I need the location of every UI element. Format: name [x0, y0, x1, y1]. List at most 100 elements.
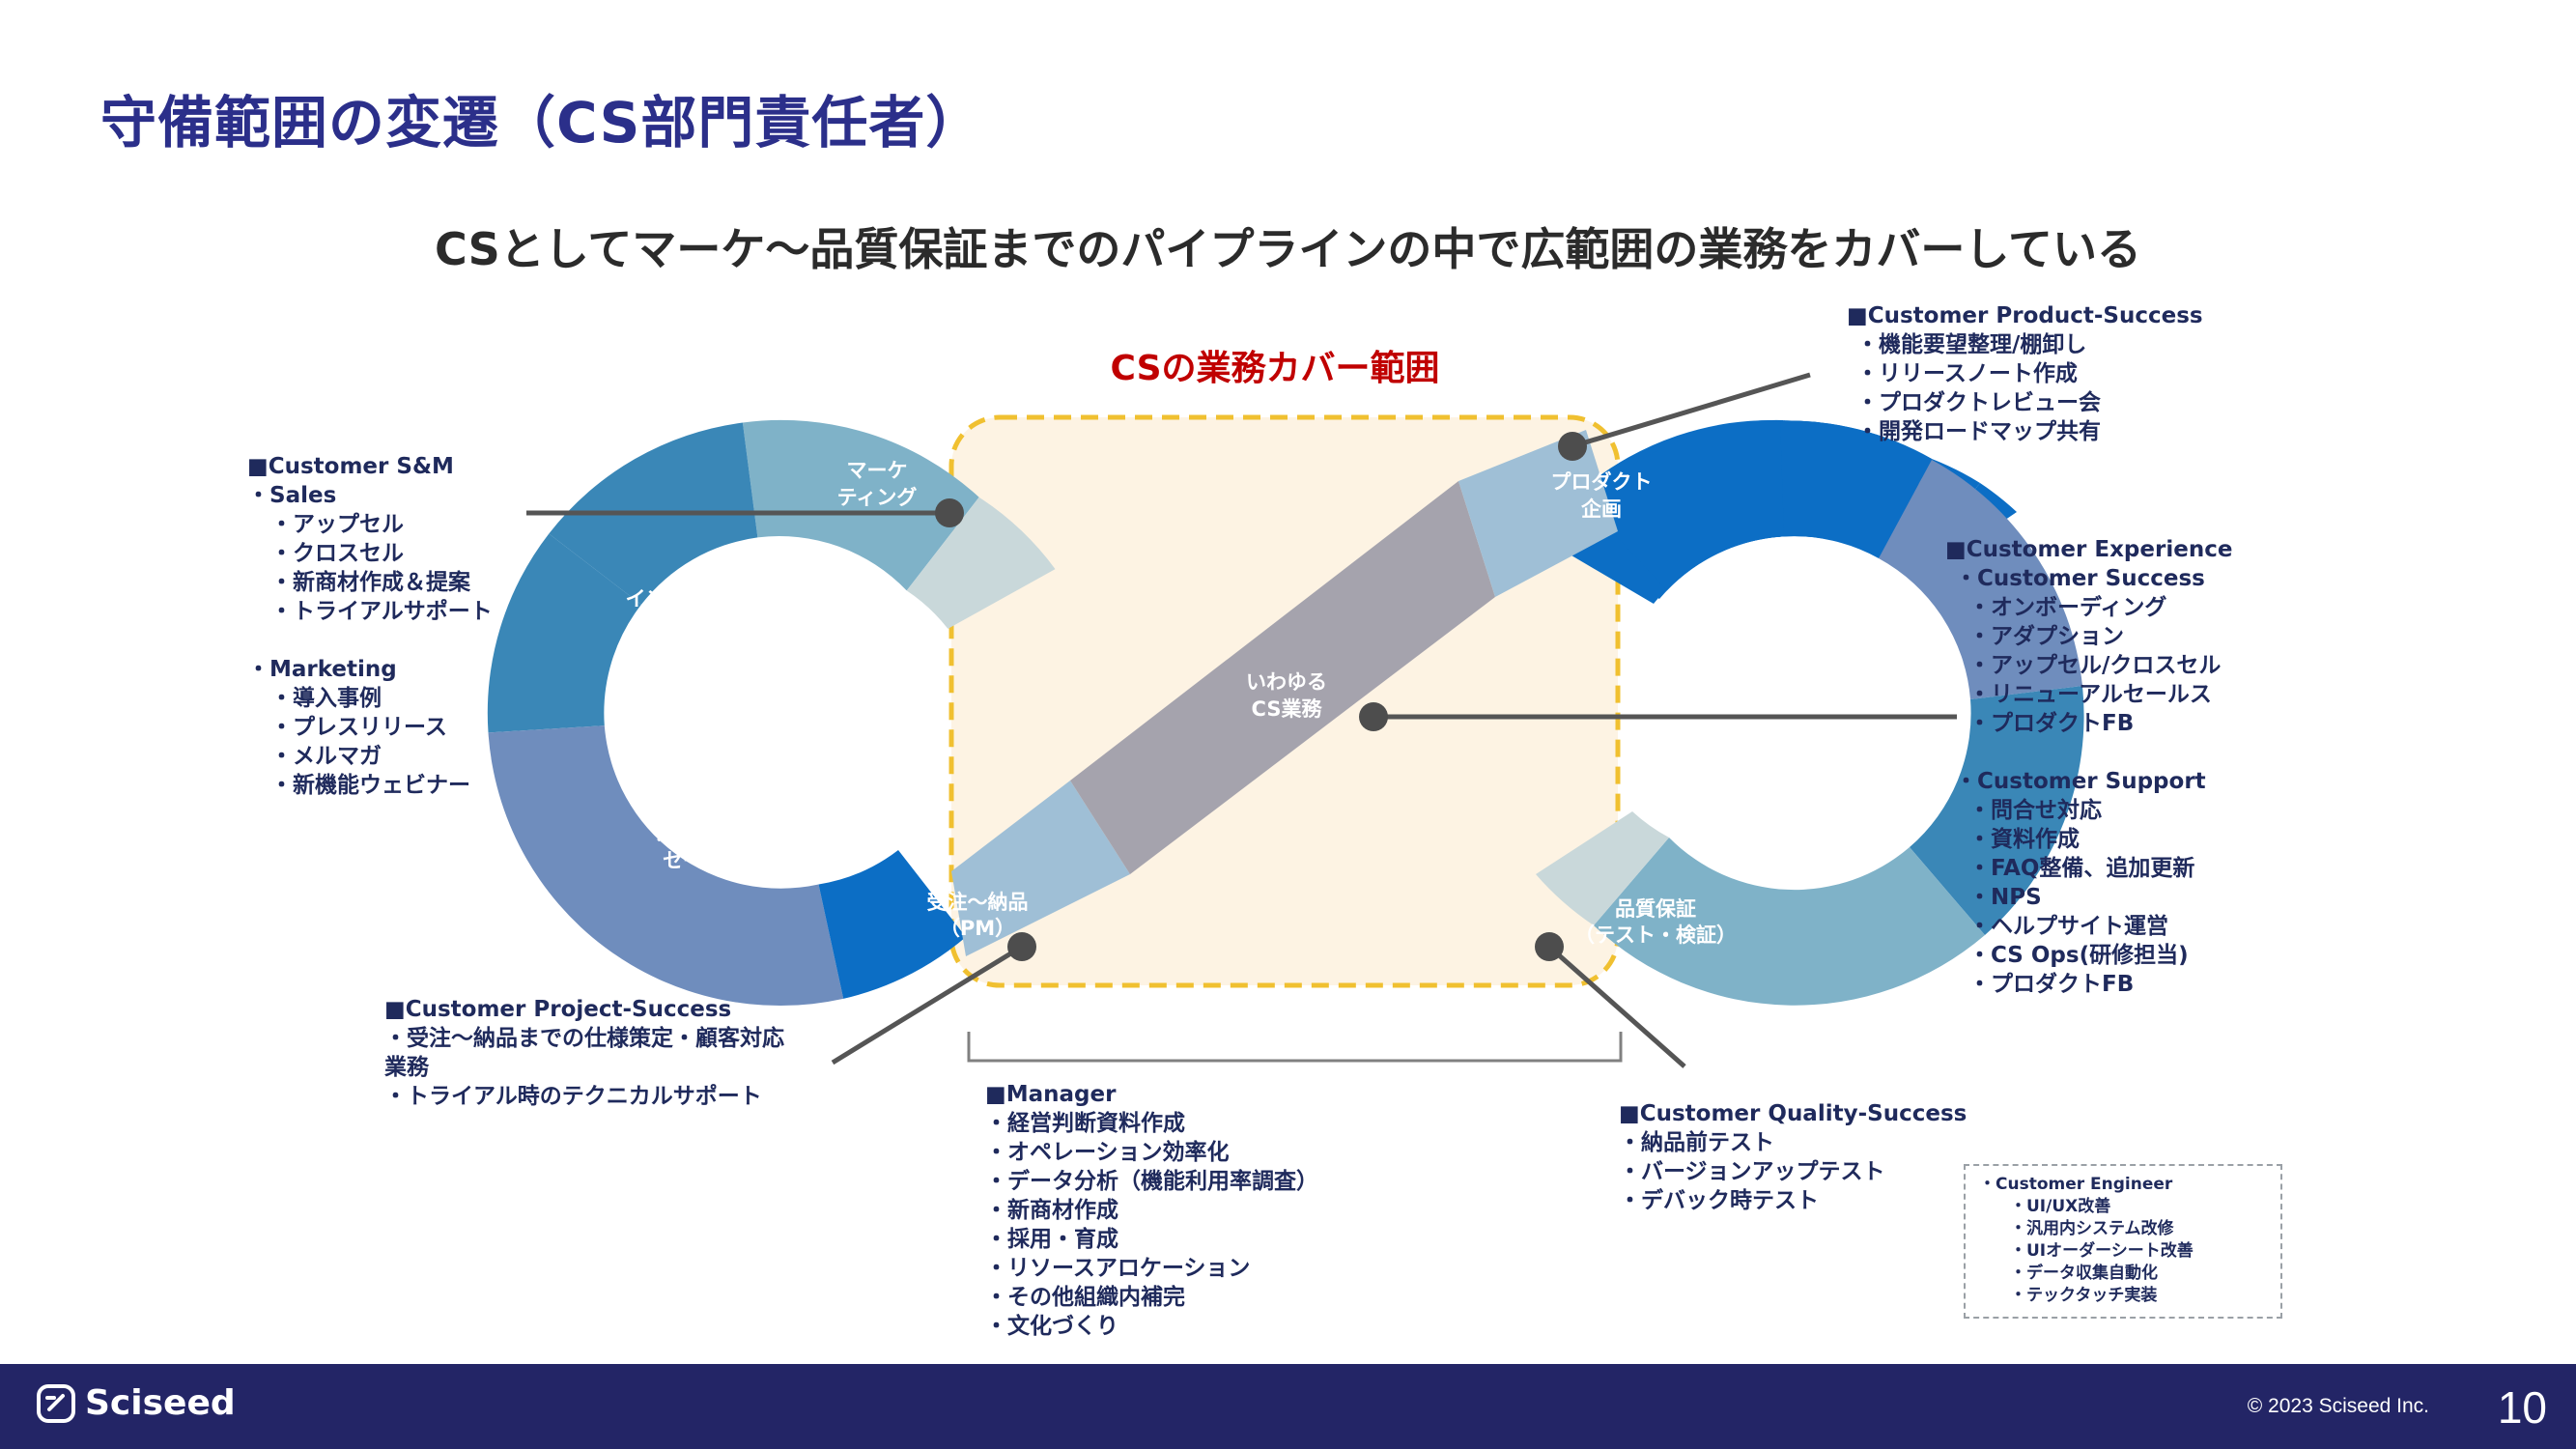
ce-item: ・汎用内システム改修: [2010, 1219, 2174, 1238]
block-customer-engineer: ・Customer Engineer ・UI/UX改善 ・汎用内システム改修 ・…: [1964, 1164, 2282, 1319]
mgr-item: ・その他組織内補完: [985, 1285, 1185, 1310]
label-qa-2: （テスト・検証）: [1574, 923, 1737, 947]
label-product-planning-1: プロダクト: [1551, 470, 1653, 494]
label-cs-work-1: いわゆる: [1246, 670, 1327, 694]
ce-item: ・UI/UX改善: [2010, 1197, 2111, 1216]
cx-support-item: ・ヘルプサイト運営: [1968, 914, 2168, 939]
connector-product: [1571, 372, 1811, 449]
sm-sales-heading: ・Sales: [247, 483, 337, 508]
cs-band: [951, 430, 1618, 956]
mgr-item: ・データ分析（機能利用率調査）: [985, 1169, 1318, 1194]
block-project-success: ■Customer Project-Success ・受注〜納品までの仕様策定・…: [384, 995, 784, 1111]
cx-support-item: ・FAQ整備、追加更新: [1968, 856, 2195, 881]
coverage-label: CSの業務カバー範囲: [1110, 349, 1439, 388]
label-development: 開発: [1826, 805, 1871, 830]
logo-text: Sciseed: [85, 1383, 236, 1423]
rr-qa-light: [1536, 811, 1669, 925]
block-customer-experience: ■Customer Experience ・Customer Success ・…: [1945, 535, 2232, 999]
label-order-2: （PM）: [940, 917, 1015, 940]
rr-qa: [1594, 838, 1985, 1006]
label-field-sales-1: フィールド: [653, 822, 754, 845]
sm-marketing-item: ・プレスリリース: [270, 715, 447, 740]
mgr-heading: ■Manager: [985, 1082, 1117, 1107]
pjs-item: 業務: [384, 1055, 429, 1080]
label-inside-sales-2: セールス: [636, 614, 717, 638]
cx-cs-heading: ・Customer Success: [1955, 566, 2205, 591]
segment-field-sales: [488, 725, 844, 1007]
label-field-sales-2: セールス: [663, 849, 744, 872]
sm-sales-item: ・トライアルサポート: [270, 599, 493, 624]
cx-support-item: ・NPS: [1968, 885, 2042, 910]
dot-cs: [1359, 702, 1388, 731]
connector-qa: [1547, 945, 1686, 1068]
segment-order: [818, 850, 966, 999]
block-quality-success: ■Customer Quality-Success ・納品前テスト ・バージョン…: [1619, 1099, 1967, 1215]
cx-support-item: ・CS Ops(研修担当): [1968, 943, 2189, 968]
block-product-success: ■Customer Product-Success ・機能要望整理/棚卸し ・リ…: [1847, 301, 2203, 446]
ce-item: ・テックタッチ実装: [2010, 1286, 2158, 1305]
sm-marketing-item: ・メルマガ: [270, 744, 382, 769]
dot-order: [1007, 932, 1036, 961]
cx-support-heading: ・Customer Support: [1955, 769, 2206, 794]
cx-support-item: ・資料作成: [1968, 827, 2080, 852]
rr-pp-blue-start: [1584, 420, 1784, 590]
band-gray: [1070, 481, 1495, 874]
label-design: 設計: [1832, 579, 1877, 605]
pjs-heading: ■Customer Project-Success: [384, 997, 732, 1022]
label-order-1: 受注〜納品: [927, 891, 1029, 914]
block-customer-sm: ■Customer S&M ・Sales ・アップセル ・クロスセル ・新商材作…: [247, 452, 493, 800]
mgr-item: ・オペレーション効率化: [985, 1140, 1230, 1165]
sciseed-logo-icon: [37, 1383, 75, 1423]
rr-design-main: [1879, 460, 2082, 699]
block-manager: ■Manager ・経営判断資料作成 ・オペレーション効率化 ・データ分析（機能…: [985, 1080, 1318, 1341]
connectors: [526, 372, 1957, 1068]
label-qa-1: 品質保証: [1615, 897, 1696, 921]
mgr-item: ・リソースアロケーション: [985, 1256, 1251, 1281]
sm-heading: ■Customer S&M: [247, 454, 454, 479]
segment-inside-sales-b: [487, 533, 641, 733]
ps-item: ・プロダクトレビュー会: [1856, 390, 2101, 415]
cx-cs-item: ・オンボーディング: [1968, 595, 2167, 620]
dot-product: [1558, 432, 1587, 461]
ps-item: ・機能要望整理/棚卸し: [1856, 332, 2087, 357]
ce-item: ・データ収集自動化: [2010, 1264, 2158, 1283]
connector-project: [831, 944, 1024, 1065]
sm-marketing-item: ・新機能ウェビナー: [270, 773, 470, 798]
manager-bracket: [967, 1032, 1623, 1063]
cx-cs-item: ・プロダクトFB: [1968, 711, 2135, 736]
dot-marketing: [935, 498, 964, 527]
page-title: 守備範囲の変遷（CS部門責任者）: [100, 90, 983, 156]
cx-cs-item: ・アダプション: [1968, 624, 2124, 649]
cx-heading: ■Customer Experience: [1945, 537, 2233, 562]
sm-sales-item: ・アップセル: [270, 512, 404, 537]
qs-item: ・デバック時テスト: [1619, 1188, 1819, 1213]
ps-item: ・開発ロードマップ共有: [1856, 419, 2101, 444]
footer-bar: Sciseed © 2023 Sciseed Inc. 10: [0, 1364, 2576, 1449]
mgr-item: ・文化づくり: [985, 1314, 1118, 1339]
cx-support-item: ・プロダクトFB: [1968, 972, 2135, 997]
page-number: 10: [2497, 1382, 2547, 1433]
sm-sales-item: ・新商材作成＆提案: [270, 570, 470, 595]
sm-marketing-item: ・導入事例: [270, 686, 382, 711]
label-cs-work-2: CS業務: [1252, 697, 1323, 721]
right-ring-clean: [1536, 420, 2084, 1006]
sm-marketing-heading: ・Marketing: [247, 657, 397, 682]
connector-dots: [935, 432, 1587, 961]
segment-marketing: [742, 419, 979, 591]
label-marketing-2: ティング: [837, 486, 918, 509]
label-marketing-1: マーケ: [847, 459, 908, 482]
label-inside-sales-1: インサイド: [626, 587, 727, 611]
ps-heading: ■Customer Product-Success: [1847, 303, 2203, 328]
cx-cs-item: ・リニューアルセールス: [1968, 682, 2212, 707]
pjs-item: ・トライアル時のテクニカルサポート: [384, 1084, 762, 1109]
qs-heading: ■Customer Quality-Success: [1619, 1101, 1967, 1126]
segment-marketing-light: [906, 497, 1056, 629]
mgr-item: ・採用・育成: [985, 1227, 1118, 1252]
sciseed-logo: Sciseed: [37, 1383, 236, 1423]
cx-cs-item: ・アップセル/クロスセル: [1968, 653, 2222, 678]
pipeline-diagram: CSの業務カバー範囲 マーケ ティング インサイド セールス フィールド セール…: [487, 349, 2084, 1068]
rr-product-planning-right: [1780, 420, 1932, 558]
qs-item: ・バージョンアップテスト: [1619, 1159, 1885, 1184]
cx-support-item: ・問合せ対応: [1968, 798, 2102, 823]
rr-development: [1910, 686, 2084, 935]
